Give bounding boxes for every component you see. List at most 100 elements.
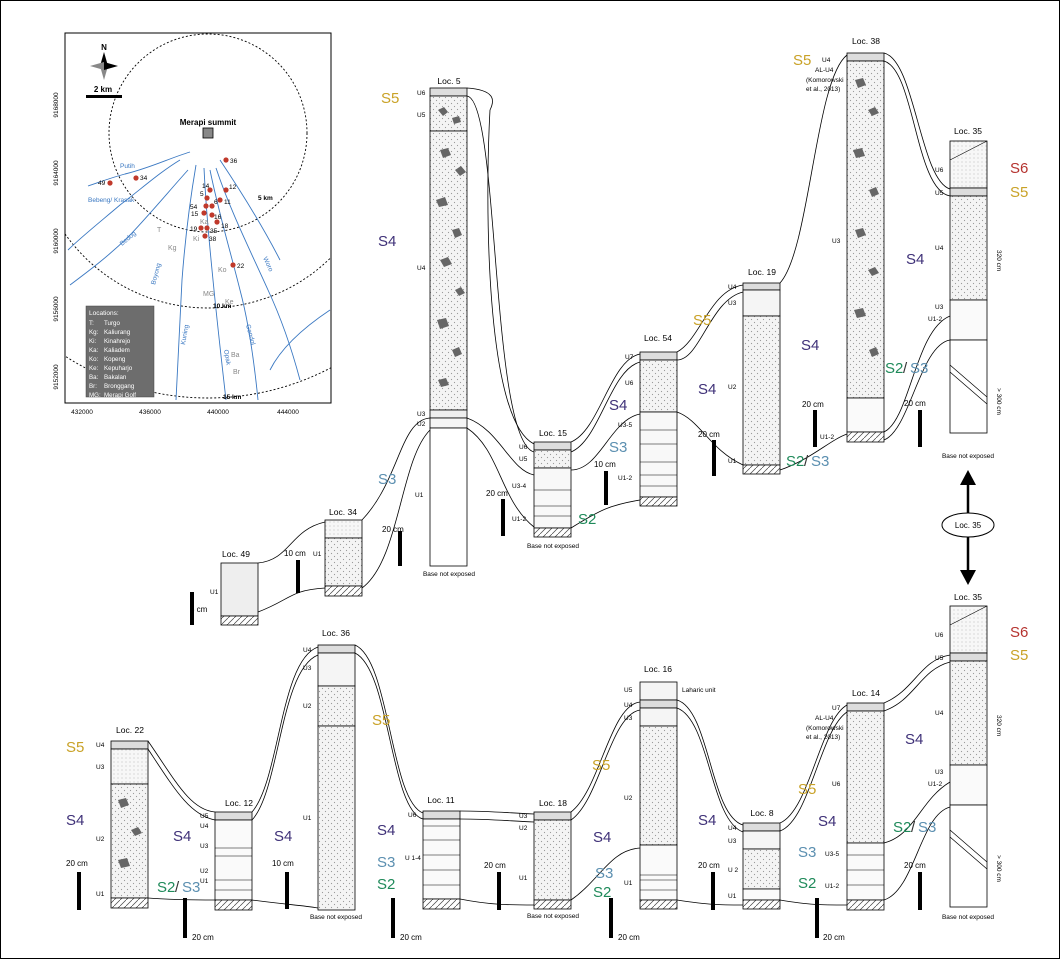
scale-label-loc12: 20 cm — [192, 933, 214, 942]
column-title-loc11: Loc. 11 — [427, 795, 455, 805]
unit-label-loc35a-u3: U3 — [935, 304, 944, 311]
unit-label-loc19-u3: U3 — [728, 300, 737, 307]
point-label-19: 19 — [190, 226, 198, 233]
x-tick-4: 444000 — [277, 409, 299, 416]
point-label-22: 22 — [237, 263, 245, 270]
column-title-loc49: Loc. 49 — [222, 549, 250, 559]
unit-label-loc12-u1: U1 — [200, 878, 209, 885]
column-title-loc54: Loc. 54 — [644, 333, 672, 343]
note-komorowski-bottom-2: et al., 2013) — [806, 734, 840, 741]
unit-label-loc16-u2: U2 — [624, 795, 633, 802]
unit-label-loc22-u1: U1 — [96, 891, 105, 898]
style-S4-loc8: S4 — [698, 812, 716, 829]
point-label-35: 35 — [210, 228, 218, 235]
unit-label-loc35b-u12: U1-2 — [928, 781, 942, 788]
legend-name-Ki: Kinahrejo — [104, 338, 131, 345]
unit-label-loc5-u3: U3 — [417, 411, 426, 418]
column-loc36: Loc. 36 U4 U3 U2 U1 Base not exposed 10 … — [272, 628, 362, 921]
style-S4-loc35b: S4 — [905, 731, 923, 748]
unit-label-loc5-u5: U5 — [417, 112, 426, 119]
column-loc49: Loc. 49 U1 5 cm — [190, 549, 258, 625]
note-laharic: Laharic unit — [682, 687, 716, 694]
scale-label-loc38: 20 cm — [802, 400, 824, 409]
note-al-u4-top: AL-U4 — [815, 67, 834, 74]
unit-label-loc12-u3: U3 — [200, 843, 209, 850]
point-label-49: 49 — [98, 180, 106, 187]
village-Br: Br — [233, 369, 241, 376]
column-loc15: Loc. 15 U6 U5 U3-4 U1-2 Base not exposed… — [486, 428, 579, 550]
unit-label-loc35a-u4: U4 — [935, 245, 944, 252]
style-S6-loc35b: S6 — [1010, 624, 1028, 641]
village-Kg: Kg — [168, 245, 177, 252]
height-label-loc35b-300: > 300 cm — [995, 855, 1002, 882]
unit-label-loc5-u2: U2 — [417, 421, 426, 428]
base-note-loc15: Base not exposed — [527, 543, 579, 550]
scale-label-loc19: 20 cm — [698, 430, 720, 439]
style-S4-loc19: S4 — [698, 381, 716, 398]
column-title-loc15: Loc. 15 — [539, 428, 567, 438]
scale-label-loc22: 20 cm — [66, 859, 88, 868]
point-label-14: 14 — [202, 183, 210, 190]
unit-label-loc5-u1: U1 — [415, 492, 424, 499]
unit-label-loc15-u12: U1-2 — [512, 516, 526, 523]
unit-label-loc5-u6: U6 — [417, 90, 426, 97]
legend-code-Ke: Ke: — [89, 365, 99, 372]
loc35-link: Loc. 35 — [942, 470, 994, 585]
column-title-loc12: Loc. 12 — [225, 798, 253, 808]
style-S5-loc35a: S5 — [1010, 184, 1028, 201]
column-title-loc34: Loc. 34 — [329, 507, 357, 517]
unit-label-loc36-u1: U1 — [303, 815, 312, 822]
style-S4-loc36: S4 — [274, 828, 292, 845]
height-label-loc35a-320: 320 cm — [995, 250, 1002, 271]
point-label-54: 54 — [190, 204, 198, 211]
scale-label-loc54: 10 cm — [594, 460, 616, 469]
unit-label-loc19-u2: U2 — [728, 384, 737, 391]
height-label-loc35a-300: > 300 cm — [995, 388, 1002, 415]
unit-label-loc35b-u4: U4 — [935, 710, 944, 717]
legend-title: Locations: — [89, 310, 119, 317]
unit-label-loc8-u1: U1 — [728, 893, 737, 900]
unit-label-loc22-u3: U3 — [96, 764, 105, 771]
y-tick-1: 9168000 — [53, 92, 60, 118]
column-loc54: Loc. 54 U7 U6 U3-5 U1-2 10 cm — [594, 333, 677, 506]
scale-label-loc14: 20 cm — [823, 933, 845, 942]
style-S4-loc12: S4 — [173, 828, 191, 845]
style-S5-loc35b: S5 — [1010, 647, 1028, 664]
style-S3-loc34: S3 — [378, 471, 396, 488]
column-loc19: Loc. 19 U4 U3 U2 U1 20 cm — [698, 267, 780, 476]
style-S2-loc11: S2 — [377, 876, 395, 893]
unit-label-loc36-u4: U4 — [303, 647, 312, 654]
unit-label-loc22-u4: U4 — [96, 742, 105, 749]
unit-label-loc35a-u5: U5 — [935, 190, 944, 197]
unit-label-loc36-u3: U3 — [303, 665, 312, 672]
point-label-6: 6 — [214, 199, 218, 206]
unit-label-loc35b-u6: U6 — [935, 632, 944, 639]
legend-name-T: Turgo — [104, 320, 120, 327]
style-S5-loc54: S5 — [693, 312, 711, 329]
village-MG: MG — [203, 291, 214, 298]
base-note-loc5: Base not exposed — [423, 571, 475, 578]
style-S3-loc35a: S3 — [910, 360, 928, 377]
y-tick-2: 9164000 — [53, 160, 60, 186]
scale-label-loc35b: 20 cm — [904, 861, 926, 870]
style-S4-loc22: S4 — [66, 812, 84, 829]
summit-label: Merapi summit — [180, 118, 237, 127]
point-label-34: 34 — [140, 175, 148, 182]
unit-label-loc18-u3: U3 — [519, 813, 528, 820]
legend-code-Ka: Ka: — [89, 347, 99, 354]
column-title-loc16: Loc. 16 — [644, 664, 672, 674]
x-tick-3: 440000 — [207, 409, 229, 416]
unit-label-loc18-u1: U1 — [519, 875, 528, 882]
style-slash-loc35a: / — [903, 360, 908, 377]
legend-code-Ki: Ki: — [89, 338, 97, 345]
style-S2-loc35b: S2 — [893, 819, 911, 836]
height-label-loc35b-320: 320 cm — [995, 715, 1002, 736]
y-tick-4: 9156000 — [53, 296, 60, 322]
legend-name-Ko: Kopeng — [104, 356, 126, 363]
style-slash-loc12: / — [175, 879, 180, 896]
unit-label-loc35b-u3: U3 — [935, 769, 944, 776]
x-tick-2: 436000 — [139, 409, 161, 416]
unit-label-loc12-u4: U4 — [200, 823, 209, 830]
y-tick-3: 9160000 — [53, 228, 60, 254]
